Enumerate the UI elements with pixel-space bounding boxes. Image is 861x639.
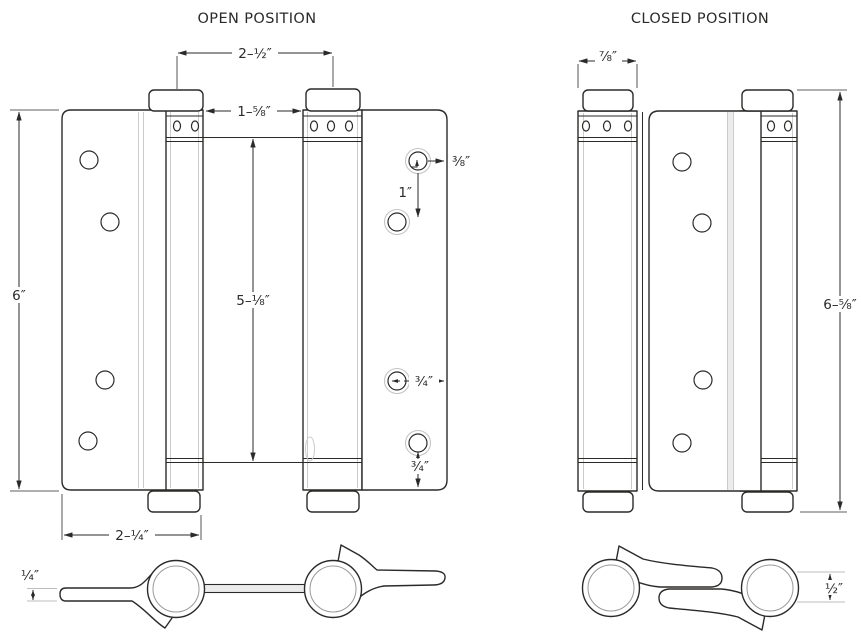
open-position-top-view: ¼″ [21, 544, 446, 629]
dim-label-leaf-width: 2–¼″ [115, 528, 148, 544]
dim-barrel-width: ⅞″ [577, 47, 638, 88]
pin-cap-top-right [305, 88, 361, 112]
closed-dimensions: ⅞″ 6–⅝″ [577, 47, 861, 513]
dim-inner-height: 5–⅛″ [230, 138, 276, 462]
dim-label-barrel-gap: 1–⅝″ [237, 104, 270, 120]
top-view-upper-leaf [610, 545, 723, 589]
dim-pin-spacing: 2–½″ [176, 45, 334, 89]
vent-hole [623, 120, 633, 132]
connecting-bar [199, 583, 307, 594]
vent-hole [309, 120, 319, 132]
dim-label-leaf-thickness: ¼″ [21, 568, 39, 584]
dim-label-leaf-height: 6″ [12, 288, 26, 304]
dim-leaf-width: 2–¼″ [61, 494, 202, 544]
screw-hole [79, 150, 99, 170]
dim-label-barrel-width: ⅞″ [599, 49, 617, 65]
open-left-spring-barrel [165, 109, 204, 491]
right-knuckle [303, 559, 363, 619]
vent-hole [190, 120, 200, 132]
countersunk-hole [387, 212, 407, 232]
top-view-lower-leaf [658, 587, 771, 631]
screw-hole [693, 370, 713, 390]
vent-hole [602, 120, 612, 132]
open-view-title: OPEN POSITION [197, 11, 316, 27]
screw-hole [95, 370, 115, 390]
pin-cap-top-left [148, 89, 204, 112]
left-knuckle [146, 559, 206, 619]
vent-hole [326, 120, 336, 132]
vent-hole [344, 120, 354, 132]
open-right-spring-barrel [302, 109, 363, 491]
pin-cap-bottom-right [306, 490, 360, 513]
closed-left-spring-barrel [577, 110, 638, 492]
vent-hole [766, 120, 776, 132]
screw-hole [78, 431, 98, 451]
screw-hole [672, 152, 692, 172]
dim-hole-to-side: ¾″ [391, 373, 445, 390]
dim-leaf-thickness: ¼″ [21, 568, 57, 602]
dim-label-hole-to-bottom: ¾″ [411, 459, 429, 475]
closed-view-title: CLOSED POSITION [631, 11, 769, 27]
pin-cap-top-right [741, 89, 794, 112]
vent-hole [581, 120, 591, 132]
open-right-leaf [361, 109, 448, 491]
dim-overall-height: 6–⅝″ [797, 89, 861, 513]
left-knuckle [581, 558, 641, 618]
closed-position-top-view: ½″ [581, 545, 848, 631]
pin-cap-bottom-left [147, 490, 201, 513]
pin-cap-bottom-right [741, 491, 794, 513]
open-position-front-view [61, 88, 448, 513]
vent-hole [172, 120, 182, 132]
dim-label-hole-to-side: ¾″ [415, 374, 433, 390]
dim-label-pin-spacing: 2–½″ [238, 46, 271, 62]
dim-label-folded-thickness: ½″ [825, 581, 843, 597]
dim-label-hole-to-edge: ⅜″ [452, 154, 470, 170]
vent-hole [783, 120, 793, 132]
open-left-leaf [61, 109, 168, 491]
open-dimensions: 2–½″ 1–⅝″ 6″ 5–⅛″ ⅜″ [5, 45, 470, 544]
adjustment-slot [305, 436, 315, 462]
dim-label-hole-spacing: 1″ [398, 185, 412, 201]
dim-label-overall-height: 6–⅝″ [823, 297, 856, 313]
dim-folded-thickness: ½″ [797, 571, 848, 603]
dim-barrel-gap: 1–⅝″ [205, 103, 302, 120]
closed-position-front-view [577, 89, 798, 513]
dim-leaf-height: 6″ [5, 109, 59, 492]
dim-hole-to-bottom: ¾″ [404, 451, 437, 488]
dim-label-inner-height: 5–⅛″ [236, 293, 269, 309]
pin-cap-top-left [582, 89, 634, 112]
screw-hole [100, 212, 120, 232]
dim-hole-to-edge: ⅜″ [411, 154, 470, 170]
screw-hole [672, 433, 692, 453]
dim-hole-spacing: 1″ [398, 173, 421, 218]
countersunk-hole [408, 433, 428, 453]
closed-leaf [642, 110, 762, 492]
right-knuckle [740, 558, 800, 618]
pin-cap-bottom-left [582, 491, 634, 513]
screw-hole [692, 213, 712, 233]
